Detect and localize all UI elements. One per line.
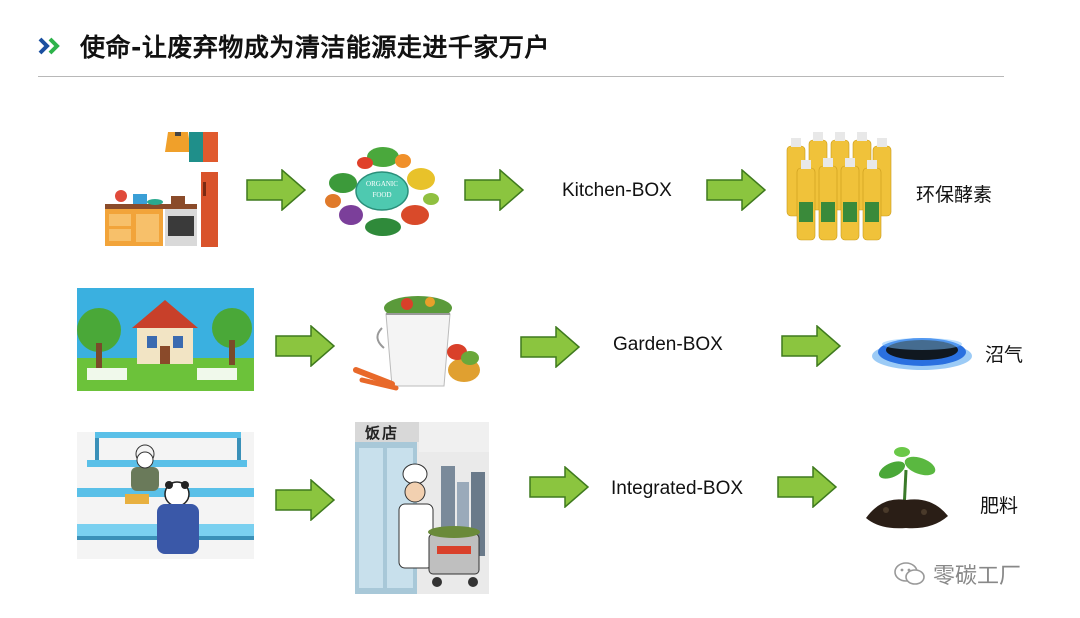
restaurant-chef-image: 饭店 [355,422,489,594]
flow-arrow [777,466,837,508]
enzyme-bottles-image [786,132,892,241]
enzyme-label: 环保酵素 [916,184,993,206]
flow-arrow [529,466,589,508]
watermark-text: 零碳工厂 [933,564,1022,589]
double-chevron-icon [38,37,60,55]
fertilizer-label: 肥料 [980,495,1019,517]
watermark: 零碳工厂 [893,558,1021,590]
flow-arrow [464,169,524,211]
kitchen-image [103,132,218,247]
seedling-soil-image [862,440,950,530]
flow-arrow [706,169,766,211]
kitchen-box-label: Kitchen-BOX [562,180,672,201]
shop-sign: 饭店 [365,424,400,442]
flow-arrow [246,169,306,211]
integrated-box-label: Integrated-BOX [611,478,744,499]
gas-flame-image [866,322,978,374]
wechat-icon [894,562,925,585]
flow-arrow [275,325,335,367]
page-title: 使命-让废弃物成为清洁能源走进千家万户 [80,33,550,62]
biogas-label: 沼气 [985,344,1024,366]
header-divider [38,76,1004,77]
flow-arrow [781,325,841,367]
house-garden-image [77,288,254,391]
organic-food-image: ORGANIC FOOD [323,143,441,239]
food-badge-line1: ORGANIC [366,180,398,188]
flow-arrow [275,479,335,521]
food-badge-line2: FOOD [372,191,392,199]
flow-arrow [520,326,580,368]
garden-box-label: Garden-BOX [613,334,723,355]
canteen-pandas-image [77,432,254,559]
compost-bin-image [352,288,485,392]
